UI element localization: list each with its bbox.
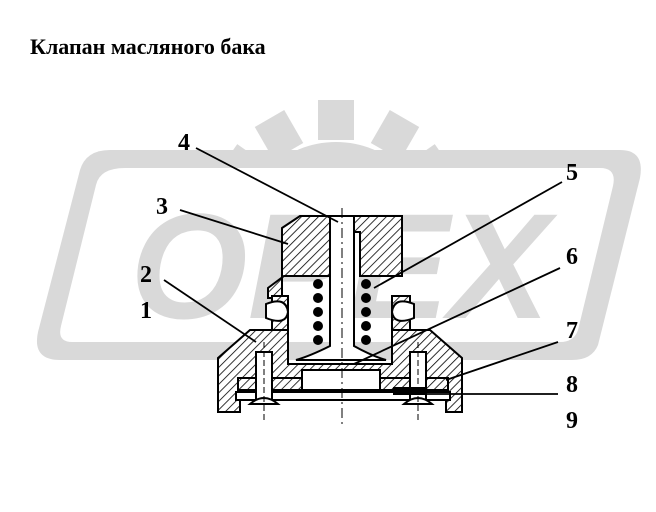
callout-7: 7 bbox=[566, 318, 578, 344]
callout-numbers: 4 3 2 1 5 6 7 8 9 bbox=[140, 130, 578, 434]
valve-drawing bbox=[217, 208, 463, 428]
bottom-plate bbox=[235, 391, 451, 401]
callout-3: 3 bbox=[156, 194, 168, 220]
leader-6 bbox=[353, 267, 561, 365]
leader-3 bbox=[179, 209, 289, 245]
leader-lines bbox=[163, 147, 563, 395]
callout-8: 8 bbox=[566, 372, 578, 398]
seal-disc bbox=[301, 369, 381, 391]
plate-insert bbox=[393, 387, 425, 395]
spring-coils bbox=[313, 279, 371, 345]
valve-stem bbox=[295, 215, 387, 361]
screw-left bbox=[247, 342, 281, 420]
leader-7 bbox=[445, 341, 559, 381]
callout-5: 5 bbox=[566, 160, 578, 186]
callout-6: 6 bbox=[566, 244, 578, 270]
diagram-title: Клапан масляного бака bbox=[30, 34, 266, 59]
leader-4 bbox=[195, 147, 339, 223]
callout-2: 2 bbox=[140, 262, 152, 288]
leader-5 bbox=[373, 181, 563, 289]
callout-4: 4 bbox=[178, 130, 190, 156]
port-left bbox=[265, 300, 290, 322]
callout-1: 1 bbox=[140, 298, 152, 324]
leader-2 bbox=[163, 279, 257, 343]
port-right bbox=[390, 300, 415, 322]
callout-9: 9 bbox=[566, 408, 578, 434]
